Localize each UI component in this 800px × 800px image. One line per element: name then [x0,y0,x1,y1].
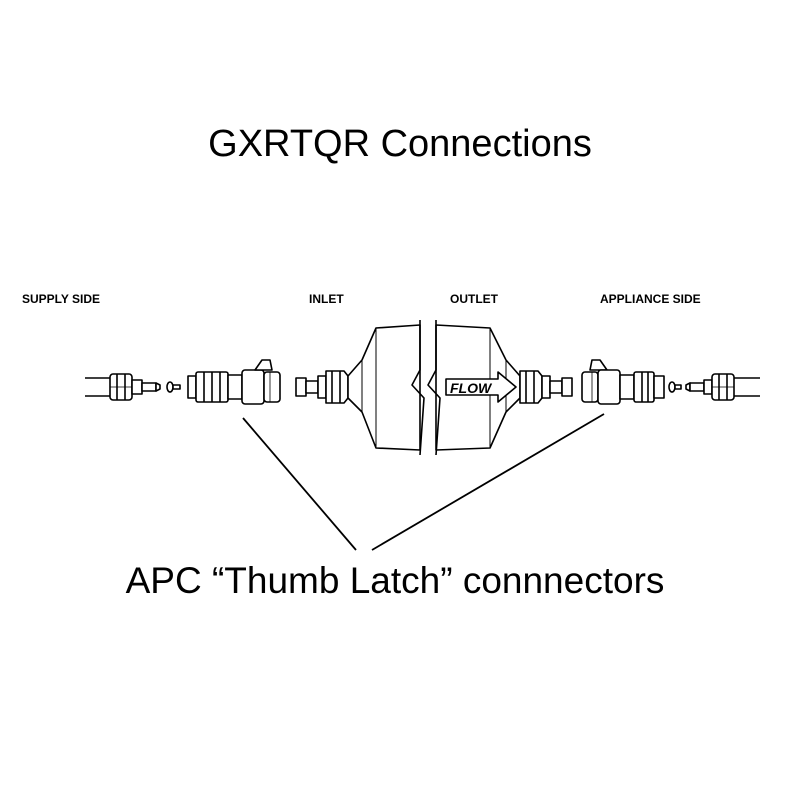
supply-thumb-latch-coupling [187,359,281,405]
filter-housing-inlet-half [347,324,421,451]
supply-compression-nut [109,373,133,401]
label-inlet: INLET [309,292,344,306]
label-supply-side: SUPPLY SIDE [22,292,101,306]
flow-arrow-icon [445,371,517,403]
appliance-male-stem [685,379,713,395]
appliance-thumb-latch-coupling [581,359,665,405]
housing-break-marks [411,320,441,456]
leader-lines [242,413,605,551]
diagram-title: GXRTQR Connections [208,123,592,165]
label-outlet: OUTLET [450,292,498,306]
flow-label: FLOW [450,380,493,396]
outlet-male-plug [519,370,573,404]
appliance-tube [734,377,760,397]
label-appliance-side: APPLIANCE SIDE [600,292,701,306]
supply-tube [85,377,112,397]
diagram-caption: APC “Thumb Latch” connnectors [125,560,665,601]
supply-o-ring [166,381,181,393]
appliance-compression-nut [711,373,735,401]
supply-male-stem [131,379,161,395]
appliance-o-ring [668,381,682,393]
inlet-male-plug [295,370,349,404]
